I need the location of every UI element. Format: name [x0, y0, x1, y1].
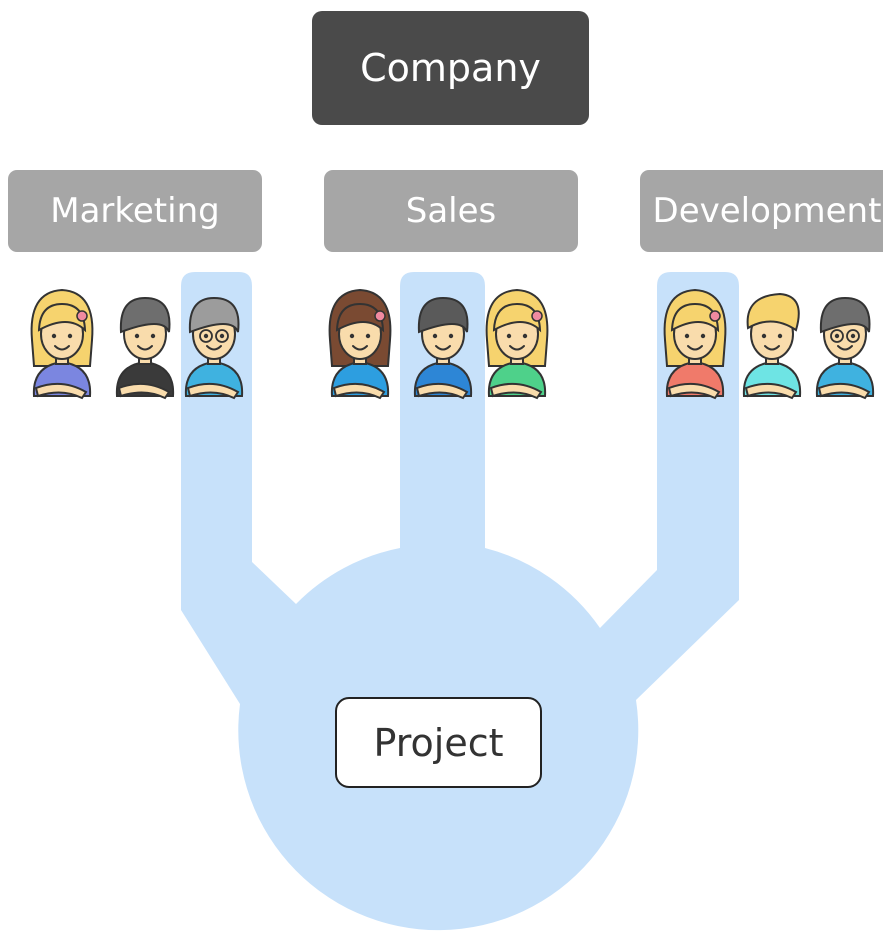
department-label-sales: Sales	[405, 191, 497, 231]
people-layer	[30, 288, 875, 400]
company-label: Company	[360, 46, 541, 90]
person-avatar-marketing-2	[115, 296, 175, 400]
project-team-highlight	[181, 272, 739, 931]
flower-icon	[531, 310, 543, 322]
person-avatar-development-2	[742, 292, 802, 400]
person-avatar-sales-3	[485, 288, 549, 400]
glasses-icon	[199, 329, 213, 343]
project-label: Project	[373, 720, 504, 765]
glasses-icon	[830, 329, 844, 343]
company-box: Company	[312, 11, 589, 125]
person-avatar-development-3	[815, 296, 875, 400]
person-avatar-marketing-1	[30, 288, 94, 400]
flower-icon	[374, 310, 386, 322]
person-avatar-marketing-3	[184, 296, 244, 400]
project-box: Project	[335, 697, 542, 788]
flower-icon	[76, 310, 88, 322]
department-label-development: Development	[652, 191, 882, 231]
department-label-marketing: Marketing	[50, 191, 220, 231]
department-sales: Sales	[324, 170, 578, 252]
department-development: Development	[640, 170, 883, 252]
person-avatar-development-1	[663, 288, 727, 400]
person-avatar-sales-1	[328, 288, 392, 400]
person-avatar-sales-2	[413, 296, 473, 400]
department-marketing: Marketing	[8, 170, 262, 252]
flower-icon	[709, 310, 721, 322]
